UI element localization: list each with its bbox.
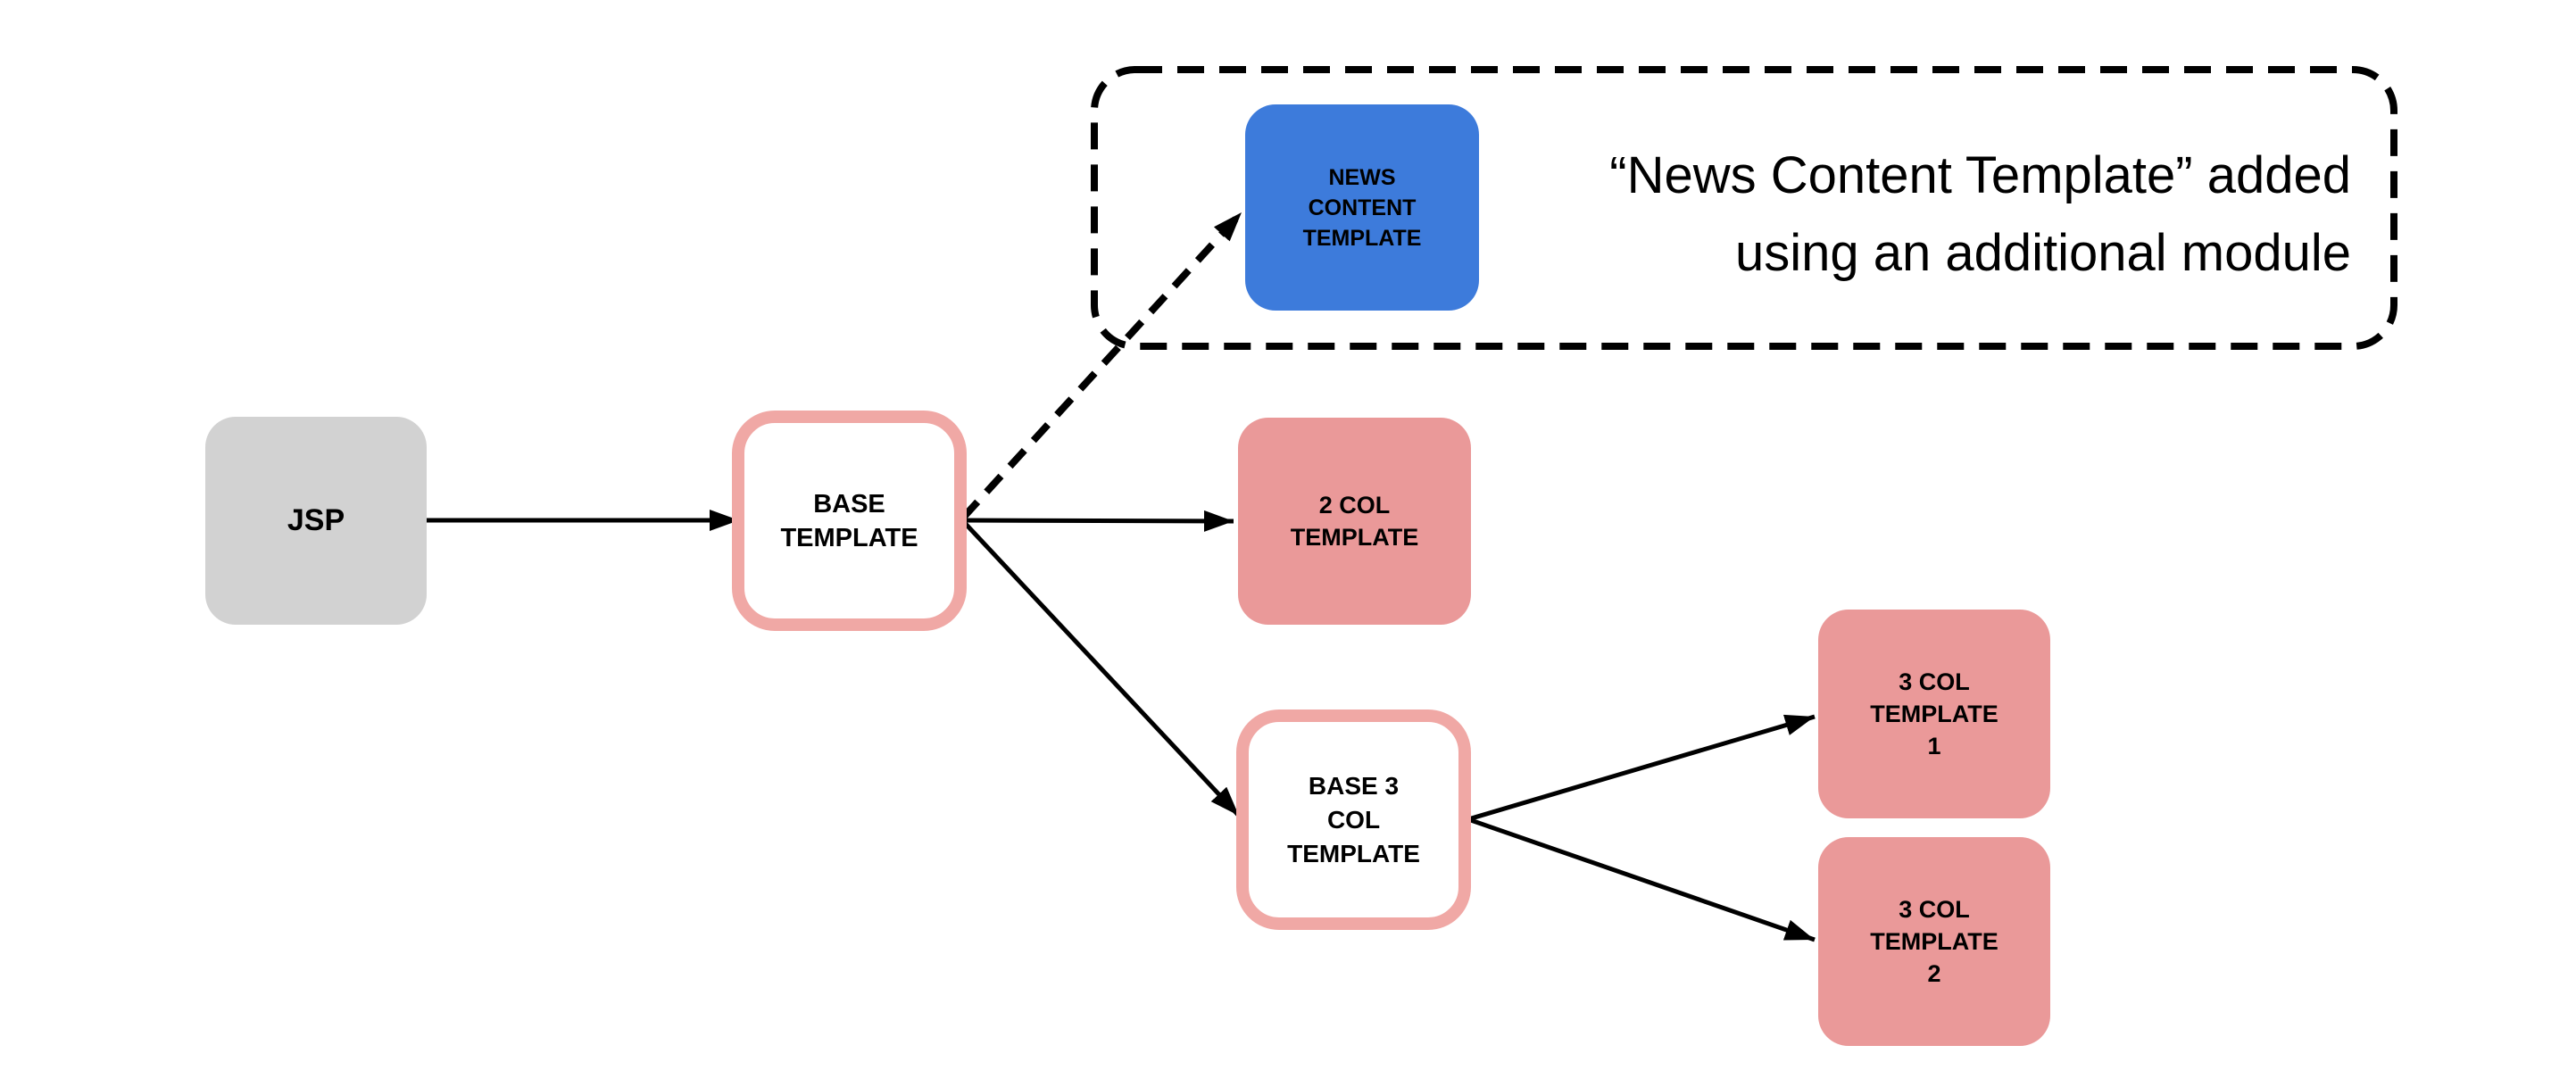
annotation-line-2: using an additional module bbox=[1734, 224, 2351, 282]
node-base-template: BASE TEMPLATE bbox=[732, 411, 967, 631]
label-line: NEWS bbox=[1328, 164, 1396, 190]
edge-base-template-to-news-content-template bbox=[960, 210, 1244, 520]
label-line: 3 COL bbox=[1899, 896, 1970, 923]
label-line: TEMPLATE bbox=[1287, 839, 1420, 867]
node-3-col-template-2: 3 COL TEMPLATE 2 bbox=[1818, 837, 2050, 1046]
node-base-template-label: BASE TEMPLATE bbox=[780, 487, 918, 555]
label-line: BASE 3 bbox=[1308, 771, 1400, 800]
label-line: TEMPLATE bbox=[1302, 225, 1422, 251]
node-base-3-col-template: BASE 3 COL TEMPLATE bbox=[1236, 709, 1471, 930]
node-jsp: JSP bbox=[205, 417, 427, 625]
label-line: 1 bbox=[1927, 733, 1941, 759]
node-3-col-template-1-label: 3 COL TEMPLATE 1 bbox=[1870, 666, 1998, 762]
label-line: TEMPLATE bbox=[1870, 928, 1998, 955]
label-line: JSP bbox=[287, 503, 345, 537]
node-two-col-template: 2 COL TEMPLATE bbox=[1238, 418, 1471, 625]
label-line: TEMPLATE bbox=[1870, 701, 1998, 727]
edge-base-template-to-two-col-template bbox=[962, 510, 1234, 532]
label-line: 2 COL bbox=[1318, 492, 1391, 519]
label-line: CONTENT bbox=[1308, 195, 1417, 220]
edge-base-template-to-base-3-col-template bbox=[961, 519, 1241, 817]
label-line: 2 bbox=[1927, 960, 1941, 987]
node-jsp-label: JSP bbox=[287, 503, 345, 538]
node-news-content-template: NEWS CONTENT TEMPLATE bbox=[1245, 104, 1479, 311]
label-line: COL bbox=[1326, 805, 1381, 834]
edge-base-3-col-template-to-3-col-template-2 bbox=[1467, 817, 1816, 942]
news-module-group-outline bbox=[1091, 66, 2397, 350]
label-line: 3 COL bbox=[1899, 668, 1970, 695]
edge-base-3-col-template-to-3-col-template-1 bbox=[1467, 714, 1816, 822]
node-3-col-template-2-label: 3 COL TEMPLATE 2 bbox=[1870, 893, 1998, 990]
node-two-col-template-label: 2 COL TEMPLATE bbox=[1291, 489, 1419, 553]
node-base-3-col-template-label: BASE 3 COL TEMPLATE bbox=[1287, 769, 1420, 871]
label-line: TEMPLATE bbox=[780, 523, 918, 552]
label-line: BASE bbox=[813, 489, 885, 519]
annotation-line-1: “News Content Template” added bbox=[1609, 146, 2351, 204]
news-module-annotation: “News Content Template” added using an a… bbox=[1609, 137, 2351, 292]
node-news-content-template-label: NEWS CONTENT TEMPLATE bbox=[1303, 162, 1422, 253]
node-3-col-template-1: 3 COL TEMPLATE 1 bbox=[1818, 610, 2050, 818]
label-line: TEMPLATE bbox=[1290, 524, 1419, 551]
